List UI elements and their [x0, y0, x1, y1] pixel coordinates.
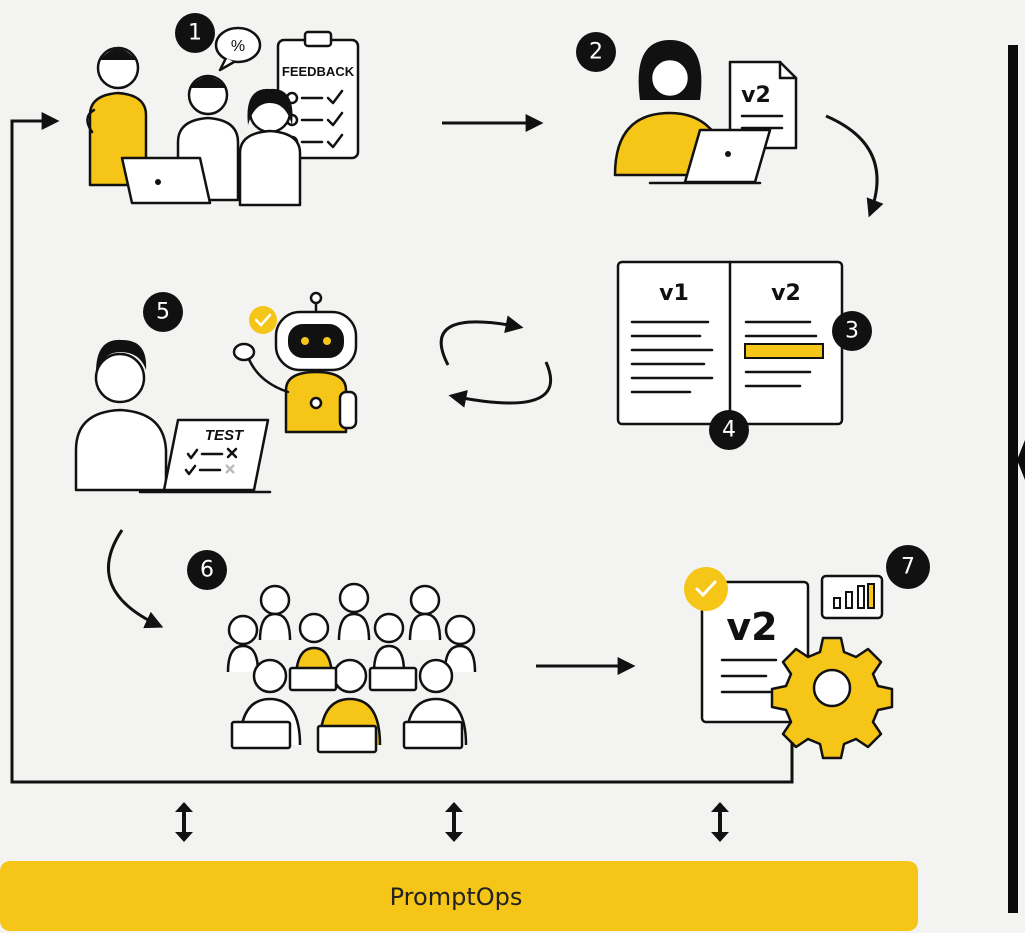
- step-7-doc-label: v2: [726, 605, 777, 649]
- step-3-number: 3: [845, 319, 859, 344]
- cycle-arrow-top-icon: [439, 315, 524, 366]
- approved-check-icon: [249, 306, 277, 334]
- connector-arrows: [175, 802, 729, 842]
- step-5-number: 5: [156, 300, 170, 325]
- arrow-5-to-6: [106, 529, 164, 629]
- feedback-label: FEEDBACK: [282, 64, 355, 79]
- feedback-team-icon: FEEDBACK %: [86, 26, 360, 207]
- step-2-badge: [576, 32, 616, 72]
- user-group-icon: [226, 582, 477, 754]
- step-4-number: 4: [722, 418, 736, 443]
- step-5-badge: [143, 292, 183, 332]
- side-panel-edge: [1008, 45, 1018, 913]
- test-label: TEST: [205, 427, 245, 444]
- book-right-label: v2: [771, 281, 801, 306]
- tester-robot-icon: TEST: [74, 291, 358, 494]
- promptops-banner: [0, 861, 918, 931]
- double-arrow-icon: [175, 802, 193, 842]
- double-arrow-icon: [445, 802, 463, 842]
- step-7-number: 7: [901, 555, 915, 580]
- book-left-label: v1: [659, 281, 689, 306]
- arrow-2-to-3: [825, 114, 884, 218]
- step-1-number: 1: [188, 21, 202, 46]
- step-2-doc-label: v2: [741, 83, 771, 108]
- cycle-arrow-bottom-icon: [448, 361, 553, 408]
- feedback-loop-arrow: [10, 112, 794, 784]
- version-compare-book-icon: v1 v2: [616, 260, 844, 426]
- flow-arrows: [10, 112, 884, 784]
- double-arrow-icon: [711, 802, 729, 842]
- step-2-number: 2: [589, 40, 603, 65]
- deployed-check-icon: [684, 567, 728, 611]
- promptops-label: PromptOps: [390, 883, 523, 911]
- step-6-badge: [187, 550, 227, 590]
- step-4-badge: [709, 410, 749, 450]
- step-6-number: 6: [200, 558, 214, 583]
- deploy-gear-icon: v2: [700, 574, 894, 760]
- step-1-badge: [175, 13, 215, 53]
- step-7-badge: [886, 545, 930, 589]
- writer-laptop-icon: v2: [613, 40, 798, 185]
- panel-handle-icon[interactable]: [1017, 440, 1025, 480]
- step-3-badge: [832, 311, 872, 351]
- svg-text:%: %: [231, 38, 245, 55]
